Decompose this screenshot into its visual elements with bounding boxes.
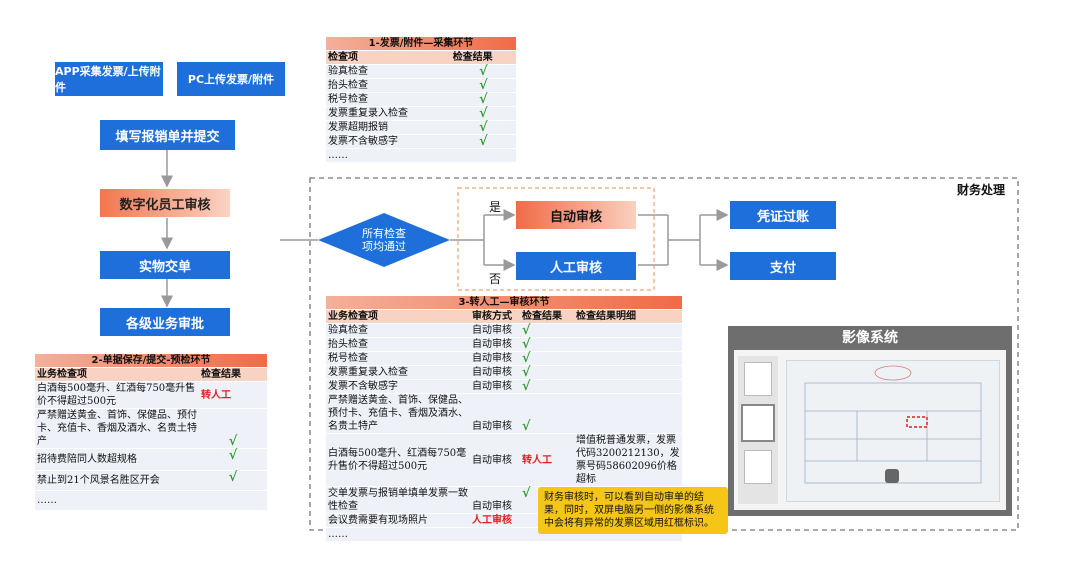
thumbnail[interactable] [744,362,772,396]
table-row: …… [326,148,516,163]
table-row: 严禁赠送黄金、首饰、保健品、预付卡、充值卡、香烟及酒水、名贵土特产√ [35,408,267,449]
auto-review-box: 自动审核 [516,201,636,229]
yes-label: 是 [489,200,502,214]
approval-box: 各级业务审批 [100,308,230,336]
table-row: 白酒每500毫升、红酒每750毫升售价不得超过500元自动审核转人工增值税普通发… [326,433,682,487]
decision-diamond [318,213,450,267]
table2-title: 2-单据保存/提交-预检环节 [35,354,267,368]
table-row: 抬头检查√ [326,78,516,93]
table-row: 发票重复录入检查√ [326,106,516,121]
no-label: 否 [489,272,502,286]
finance-area-label: 财务处理 [957,183,1006,197]
table-row: …… [326,527,682,542]
table-precheck: 2-单据保存/提交-预检环节 业务检查项检查结果 白酒每500毫升、红酒每750… [35,354,267,511]
image-system-title: 影像系统 [842,330,898,346]
payment-box: 支付 [730,252,836,280]
result-area-border [457,187,655,291]
image-viewer [734,350,1006,510]
table-row: 税号检查自动审核√ [326,351,682,366]
manual-review-box: 人工审核 [516,252,636,280]
invoice-drawing [804,365,982,484]
table-row: 禁止到21个风景名胜区开会√ [35,470,267,491]
decision-label: 所有检查项均通过 [362,227,406,253]
table2-header-result: 检查结果 [199,367,267,382]
table-row: …… [35,490,267,511]
zoom-button [885,469,899,483]
table1-title: 1-发票/附件—采集环节 [326,37,516,51]
table-row: 严禁赠送黄金、首饰、保健品、预付卡、充值卡、香烟及酒水、名贵土特产自动审核√ [326,393,682,434]
physical-submit-box: 实物交单 [100,251,230,279]
table1-header-result: 检查结果 [450,50,516,65]
table1-header-item: 检查项 [326,50,451,65]
note-callout: 财务审核时，可以看到自动审单的结果，同时，双屏电脑另一侧的影像系统中会将有异常的… [538,487,728,534]
pc-upload-box: PC上传发票/附件 [177,62,285,96]
invoice-image [786,360,1000,502]
fill-form-box: 填写报销单并提交 [100,120,235,150]
table-row: 验真检查√ [326,64,516,79]
table-collection: 1-发票/附件—采集环节 检查项检查结果 验真检查√ 抬头检查√ 税号检查√ 发… [326,37,516,163]
table-row: 验真检查自动审核√ [326,323,682,338]
thumbnail-strip[interactable] [738,356,778,504]
table-row: 发票重复录入检查自动审核√ [326,365,682,380]
image-system-panel: 影像系统 [728,326,1012,516]
table-row: 抬头检查自动审核√ [326,337,682,352]
table2-header-item: 业务检查项 [35,367,199,382]
table-row: 招待费陪同人数超规格√ [35,448,267,471]
thumbnail-selected[interactable] [741,404,775,442]
table3-title: 3-转人工—审核环节 [326,296,682,310]
table-row: 税号检查√ [326,92,516,107]
digital-review-box: 数字化员工审核 [100,189,230,217]
table-row: 发票超期报销√ [326,120,516,135]
table-row: 发票不含敏感字自动审核√ [326,379,682,394]
anomaly-highlight [906,416,928,428]
table-row: 发票不含敏感字√ [326,134,516,149]
thumbnail[interactable] [744,450,772,484]
table-row: 白酒每500毫升、红酒每750毫升售价不得超过500元转人工 [35,381,267,409]
app-upload-box: APP采集发票/上传附件 [55,62,163,96]
voucher-box: 凭证过账 [730,201,836,229]
